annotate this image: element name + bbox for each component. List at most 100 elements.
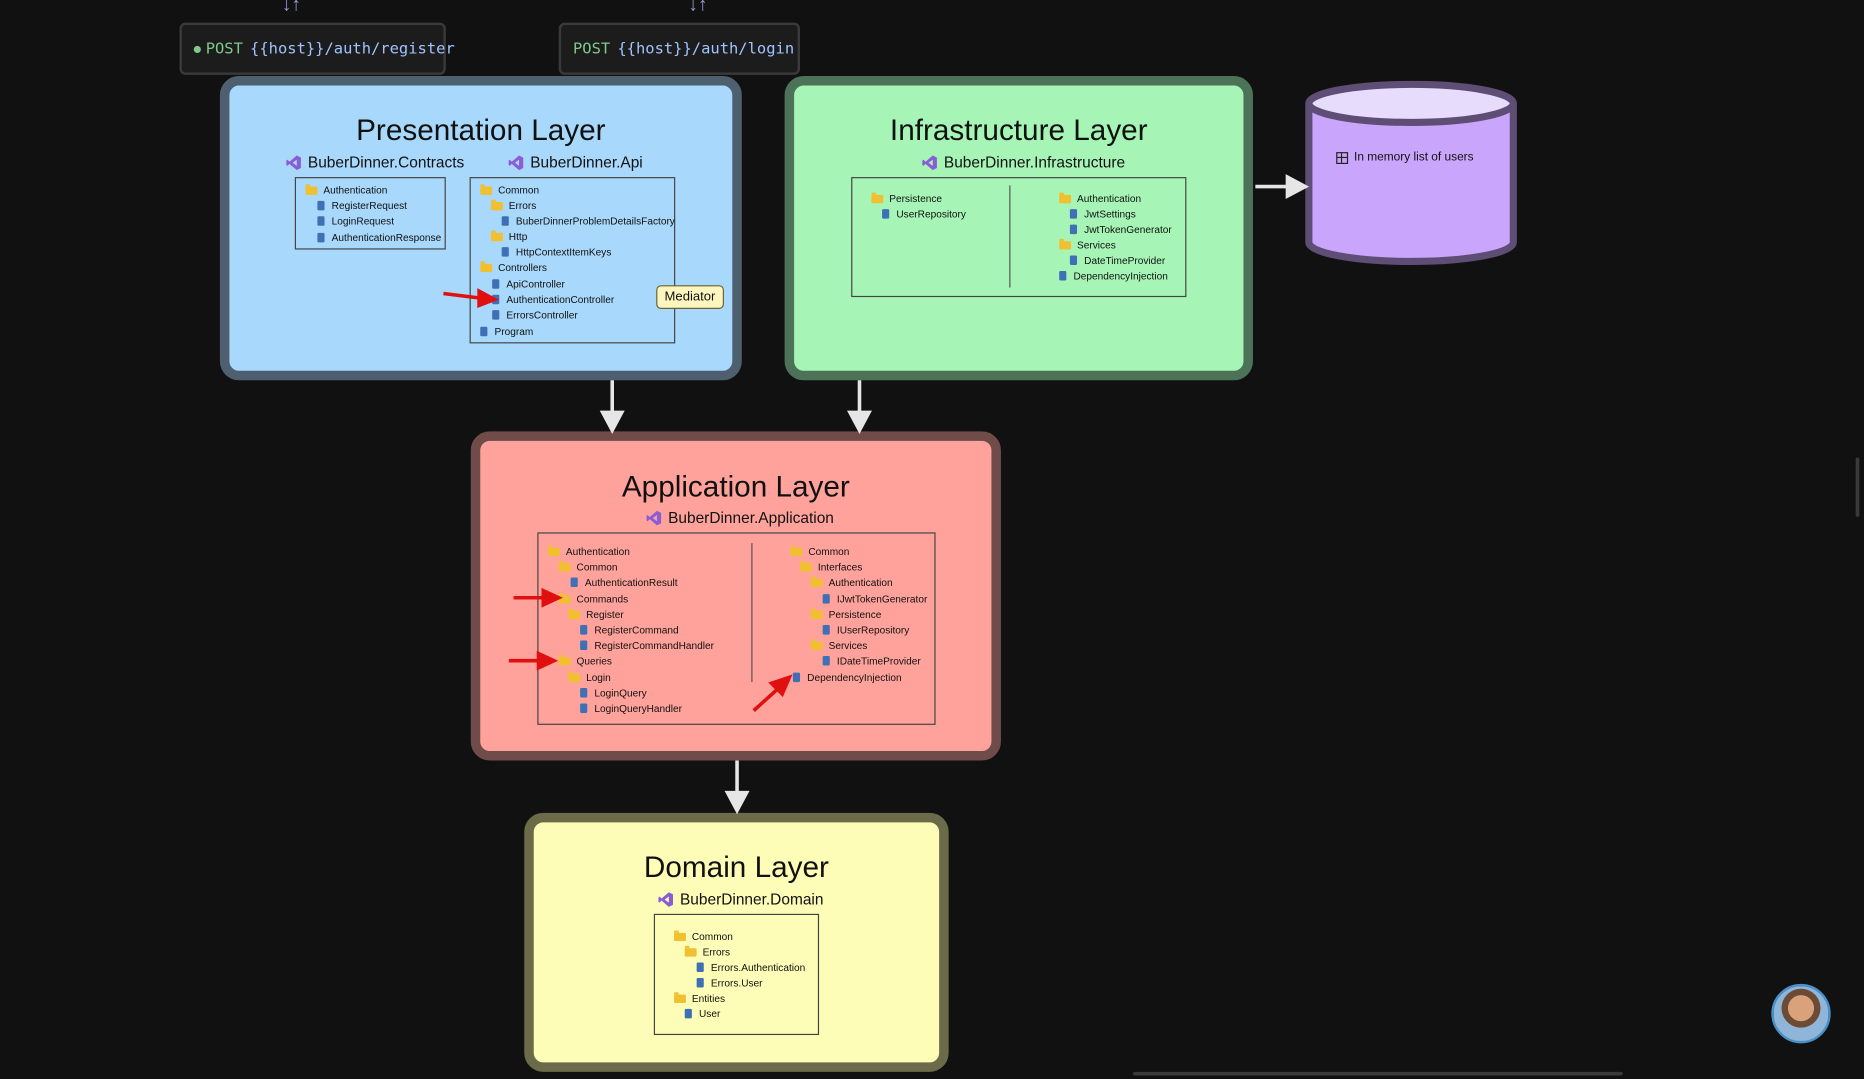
project-name: BuberDinner.Application: [668, 508, 834, 527]
folder-icon: [568, 670, 581, 682]
request-method: POST: [205, 39, 243, 58]
tree-file[interactable]: AuthenticationResult: [570, 576, 678, 588]
tree-folder[interactable]: Authentication: [810, 575, 893, 588]
horizontal-scrollbar[interactable]: [1132, 1071, 1623, 1076]
folder-icon: [480, 260, 493, 272]
tree-file[interactable]: LoginRequest: [317, 215, 394, 227]
tree-file[interactable]: DateTimeProvider: [1069, 254, 1165, 266]
file-icon: [1059, 270, 1067, 281]
tree-file[interactable]: AuthenticationResponse: [317, 232, 441, 244]
folder-icon: [1059, 191, 1072, 203]
folder-icon: [490, 229, 503, 241]
tree-file[interactable]: UserRepository: [882, 208, 966, 220]
folder-icon: [871, 191, 884, 203]
folder-icon: [558, 592, 571, 604]
file-icon: [1069, 224, 1078, 235]
tree-folder[interactable]: Controllers: [480, 260, 547, 273]
layer-title: Presentation Layer: [356, 114, 606, 148]
tree-folder[interactable]: Persistence: [810, 607, 881, 620]
project-infrastructure: BuberDinner.Infrastructure: [921, 153, 1125, 171]
register-request-box[interactable]: ● POST {{host}}/auth/register: [179, 22, 455, 75]
tree-file[interactable]: DependencyInjection: [1059, 270, 1168, 282]
tree-file[interactable]: Errors.Authentication: [696, 961, 805, 973]
tree-file[interactable]: IUserRepository: [822, 624, 909, 636]
tree-folder[interactable]: Http: [490, 229, 527, 242]
tree-folder[interactable]: Interfaces: [800, 560, 862, 573]
tree-folder[interactable]: Common: [558, 560, 618, 573]
tree-file[interactable]: JwtSettings: [1069, 208, 1136, 220]
visual-studio-icon: [286, 154, 301, 170]
tree-folder[interactable]: Login: [568, 670, 611, 683]
tree-file[interactable]: IJwtTokenGenerator: [822, 593, 927, 605]
api-tree: Common Errors BuberDinnerProblemDetailsF…: [469, 177, 676, 344]
tree-file[interactable]: RegisterCommand: [580, 624, 679, 636]
tree-folder[interactable]: Common: [480, 183, 539, 196]
tree-file[interactable]: LoginQuery: [580, 687, 647, 699]
tree-file[interactable]: Errors.User: [696, 977, 763, 989]
tree-file[interactable]: RegisterCommandHandler: [580, 639, 714, 651]
file-icon: [696, 977, 704, 988]
tree-folder[interactable]: Common: [790, 544, 849, 557]
file-icon: [501, 216, 509, 226]
file-icon: [580, 688, 588, 698]
file-icon: [696, 962, 704, 973]
file-icon: [822, 594, 830, 604]
tree-folder[interactable]: Persistence: [871, 191, 942, 204]
folder-icon: [1059, 238, 1072, 249]
arrow-head: [599, 410, 625, 434]
tree-folder[interactable]: Errors: [684, 945, 730, 958]
file-icon: [480, 326, 488, 337]
tree-file[interactable]: JwtTokenGenerator: [1069, 223, 1172, 235]
tree-file[interactable]: ErrorsController: [492, 309, 578, 321]
project-name: BuberDinner.Infrastructure: [943, 153, 1126, 172]
tree-folder[interactable]: Errors: [490, 199, 536, 212]
tree-file[interactable]: IDateTimeProvider: [822, 655, 921, 667]
incoming-arrow-icon: ↓↑: [688, 0, 708, 16]
tree-file[interactable]: DependencyInjection: [792, 671, 902, 683]
contracts-tree: Authentication RegisterRequest LoginRequ…: [294, 177, 446, 250]
tree-folder[interactable]: Authentication: [1059, 191, 1141, 204]
folder-icon: [684, 945, 697, 957]
file-icon: [501, 247, 509, 257]
tree-folder[interactable]: Queries: [558, 654, 612, 667]
visual-studio-icon: [922, 154, 937, 170]
file-icon: [317, 216, 325, 226]
visual-studio-icon: [646, 510, 662, 525]
tree-folder[interactable]: Services: [810, 638, 867, 651]
database-cylinder[interactable]: [1303, 80, 1519, 269]
domain-layer[interactable]: Domain Layer: [524, 812, 949, 1072]
folder-icon: [810, 607, 823, 619]
tree-folder[interactable]: Commands: [558, 592, 628, 605]
file-icon: [570, 577, 578, 588]
infrastructure-layer[interactable]: Infrastructure Layer: [784, 76, 1253, 381]
tree-file[interactable]: RegisterRequest: [317, 200, 407, 212]
login-request-box[interactable]: POST {{host}}/auth/login: [558, 22, 801, 75]
tree-file[interactable]: ApiController: [492, 278, 565, 290]
layer-title: Application Layer: [621, 470, 850, 504]
folder-icon: [305, 183, 318, 195]
tree-file[interactable]: HttpContextItemKeys: [501, 246, 611, 258]
file-icon: [684, 1008, 692, 1019]
folder-icon: [568, 607, 581, 619]
tree-folder[interactable]: Authentication: [548, 544, 630, 557]
incoming-arrow-icon: ↓↑: [281, 0, 301, 16]
avatar[interactable]: [1771, 983, 1831, 1044]
scroll-indicator[interactable]: [1855, 457, 1860, 517]
folder-icon: [558, 654, 571, 665]
file-icon: [492, 294, 500, 305]
tree-folder[interactable]: Services: [1059, 238, 1116, 251]
visual-studio-icon: [508, 154, 524, 170]
tree-file[interactable]: LoginQueryHandler: [580, 702, 682, 714]
tree-file[interactable]: User: [684, 1008, 720, 1020]
tree-file[interactable]: BuberDinnerProblemDetailsFactory: [501, 215, 675, 227]
tree-folder[interactable]: Entities: [674, 991, 725, 1004]
application-layer[interactable]: Application Layer: [470, 431, 1001, 761]
tree-file[interactable]: Program: [480, 326, 533, 337]
tree-folder[interactable]: Register: [568, 607, 624, 620]
project-name: BuberDinner.Api: [530, 153, 643, 172]
tree-file[interactable]: AuthenticationController: [492, 294, 614, 305]
tree-folder[interactable]: Authentication: [305, 183, 387, 196]
file-icon: [882, 209, 890, 219]
tree-folder[interactable]: Common: [674, 929, 733, 942]
